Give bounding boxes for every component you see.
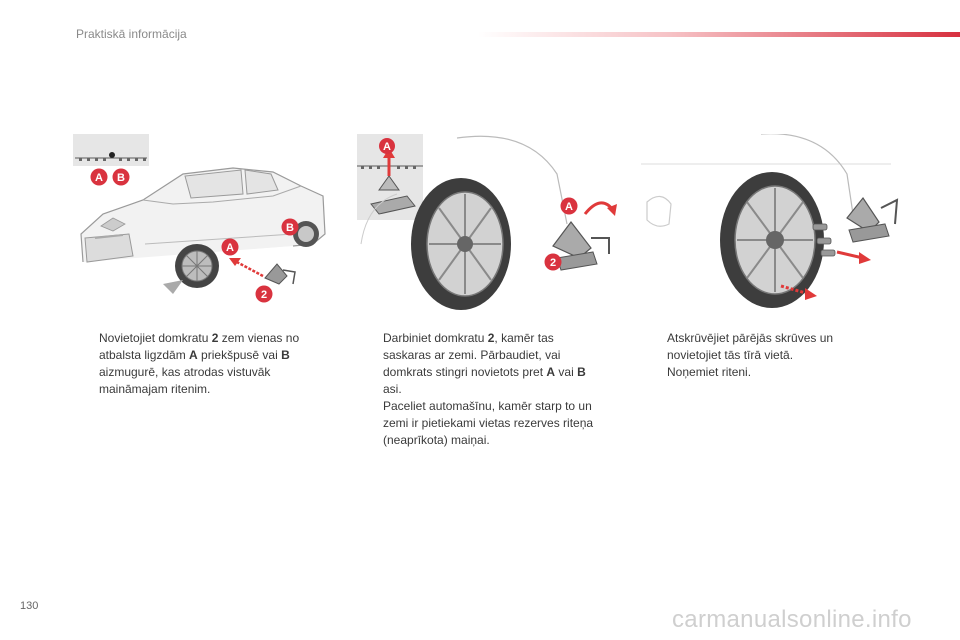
step-bold: B <box>577 365 586 379</box>
instruction-column-3: Atskrūvējiet pārējās skrūves un novietoj… <box>648 330 888 381</box>
watermark: carmanualsonline.info <box>672 606 912 633</box>
car-jack-diagram: A B B A 2 <box>73 134 326 303</box>
step-text: Atskrūvējiet pārējās skrūves un novietoj… <box>667 331 834 362</box>
step-bold: A <box>189 348 198 362</box>
wheel-removal-diagram <box>641 134 899 308</box>
label-2: 2 <box>261 289 267 301</box>
jack-point-dot <box>109 152 115 158</box>
label-a-inset: A <box>383 141 391 153</box>
label-b: B <box>117 172 125 184</box>
step-bold: A <box>546 365 556 379</box>
instruction-step: Paceliet automašīnu, kamēr starp to un z… <box>364 398 604 449</box>
instruction-step: Darbiniet domkratu 2, kamēr tas saskaras… <box>364 330 604 398</box>
step-bold: 2 <box>211 331 219 345</box>
step-text: priekšpusē vai <box>197 348 282 362</box>
illustration-remove-wheel <box>641 134 903 310</box>
step-bold: B <box>281 348 290 362</box>
label-a: A <box>95 172 103 184</box>
step-text: Paceliet automašīnu, kamēr starp to un z… <box>383 399 594 447</box>
step-text: Darbiniet domkratu <box>383 331 488 345</box>
label-b-rear: B <box>286 222 294 234</box>
step-text: aizmugurē, kas atrodas vistuvāk maināmaj… <box>99 365 271 396</box>
step-text: asi. <box>383 382 402 396</box>
page-number: 130 <box>20 600 39 612</box>
instruction-column-1: Novietojiet domkratu 2 zem vienas no atb… <box>80 330 320 398</box>
illustration-jack-positions: A B B A 2 <box>73 134 328 310</box>
instruction-step: Atskrūvējiet pārējās skrūves un novietoj… <box>648 330 888 364</box>
step-bold: 2 <box>487 331 495 345</box>
step-text: , kamēr tas saskaras ar zemi. Pārbaudiet… <box>383 331 561 379</box>
header-accent-bar <box>478 32 960 37</box>
jack-raise-diagram: A A 2 <box>357 134 617 310</box>
page-header-title: Praktiskā informācija <box>76 27 187 41</box>
step-text: vai <box>555 365 578 379</box>
label-2: 2 <box>550 257 556 269</box>
step-text: Noņemiet riteni. <box>667 365 752 379</box>
label-a-front: A <box>226 242 234 254</box>
illustration-raise-car: A A 2 <box>357 134 619 310</box>
instruction-step: Noņemiet riteni. <box>648 364 888 381</box>
step-text: Novietojiet domkratu <box>99 331 212 345</box>
step-text: zem vienas no atbalsta ligzdām <box>99 331 300 362</box>
label-a: A <box>565 201 573 213</box>
instruction-step: Novietojiet domkratu 2 zem vienas no atb… <box>80 330 320 398</box>
instruction-column-2: Darbiniet domkratu 2, kamēr tas saskaras… <box>364 330 604 449</box>
